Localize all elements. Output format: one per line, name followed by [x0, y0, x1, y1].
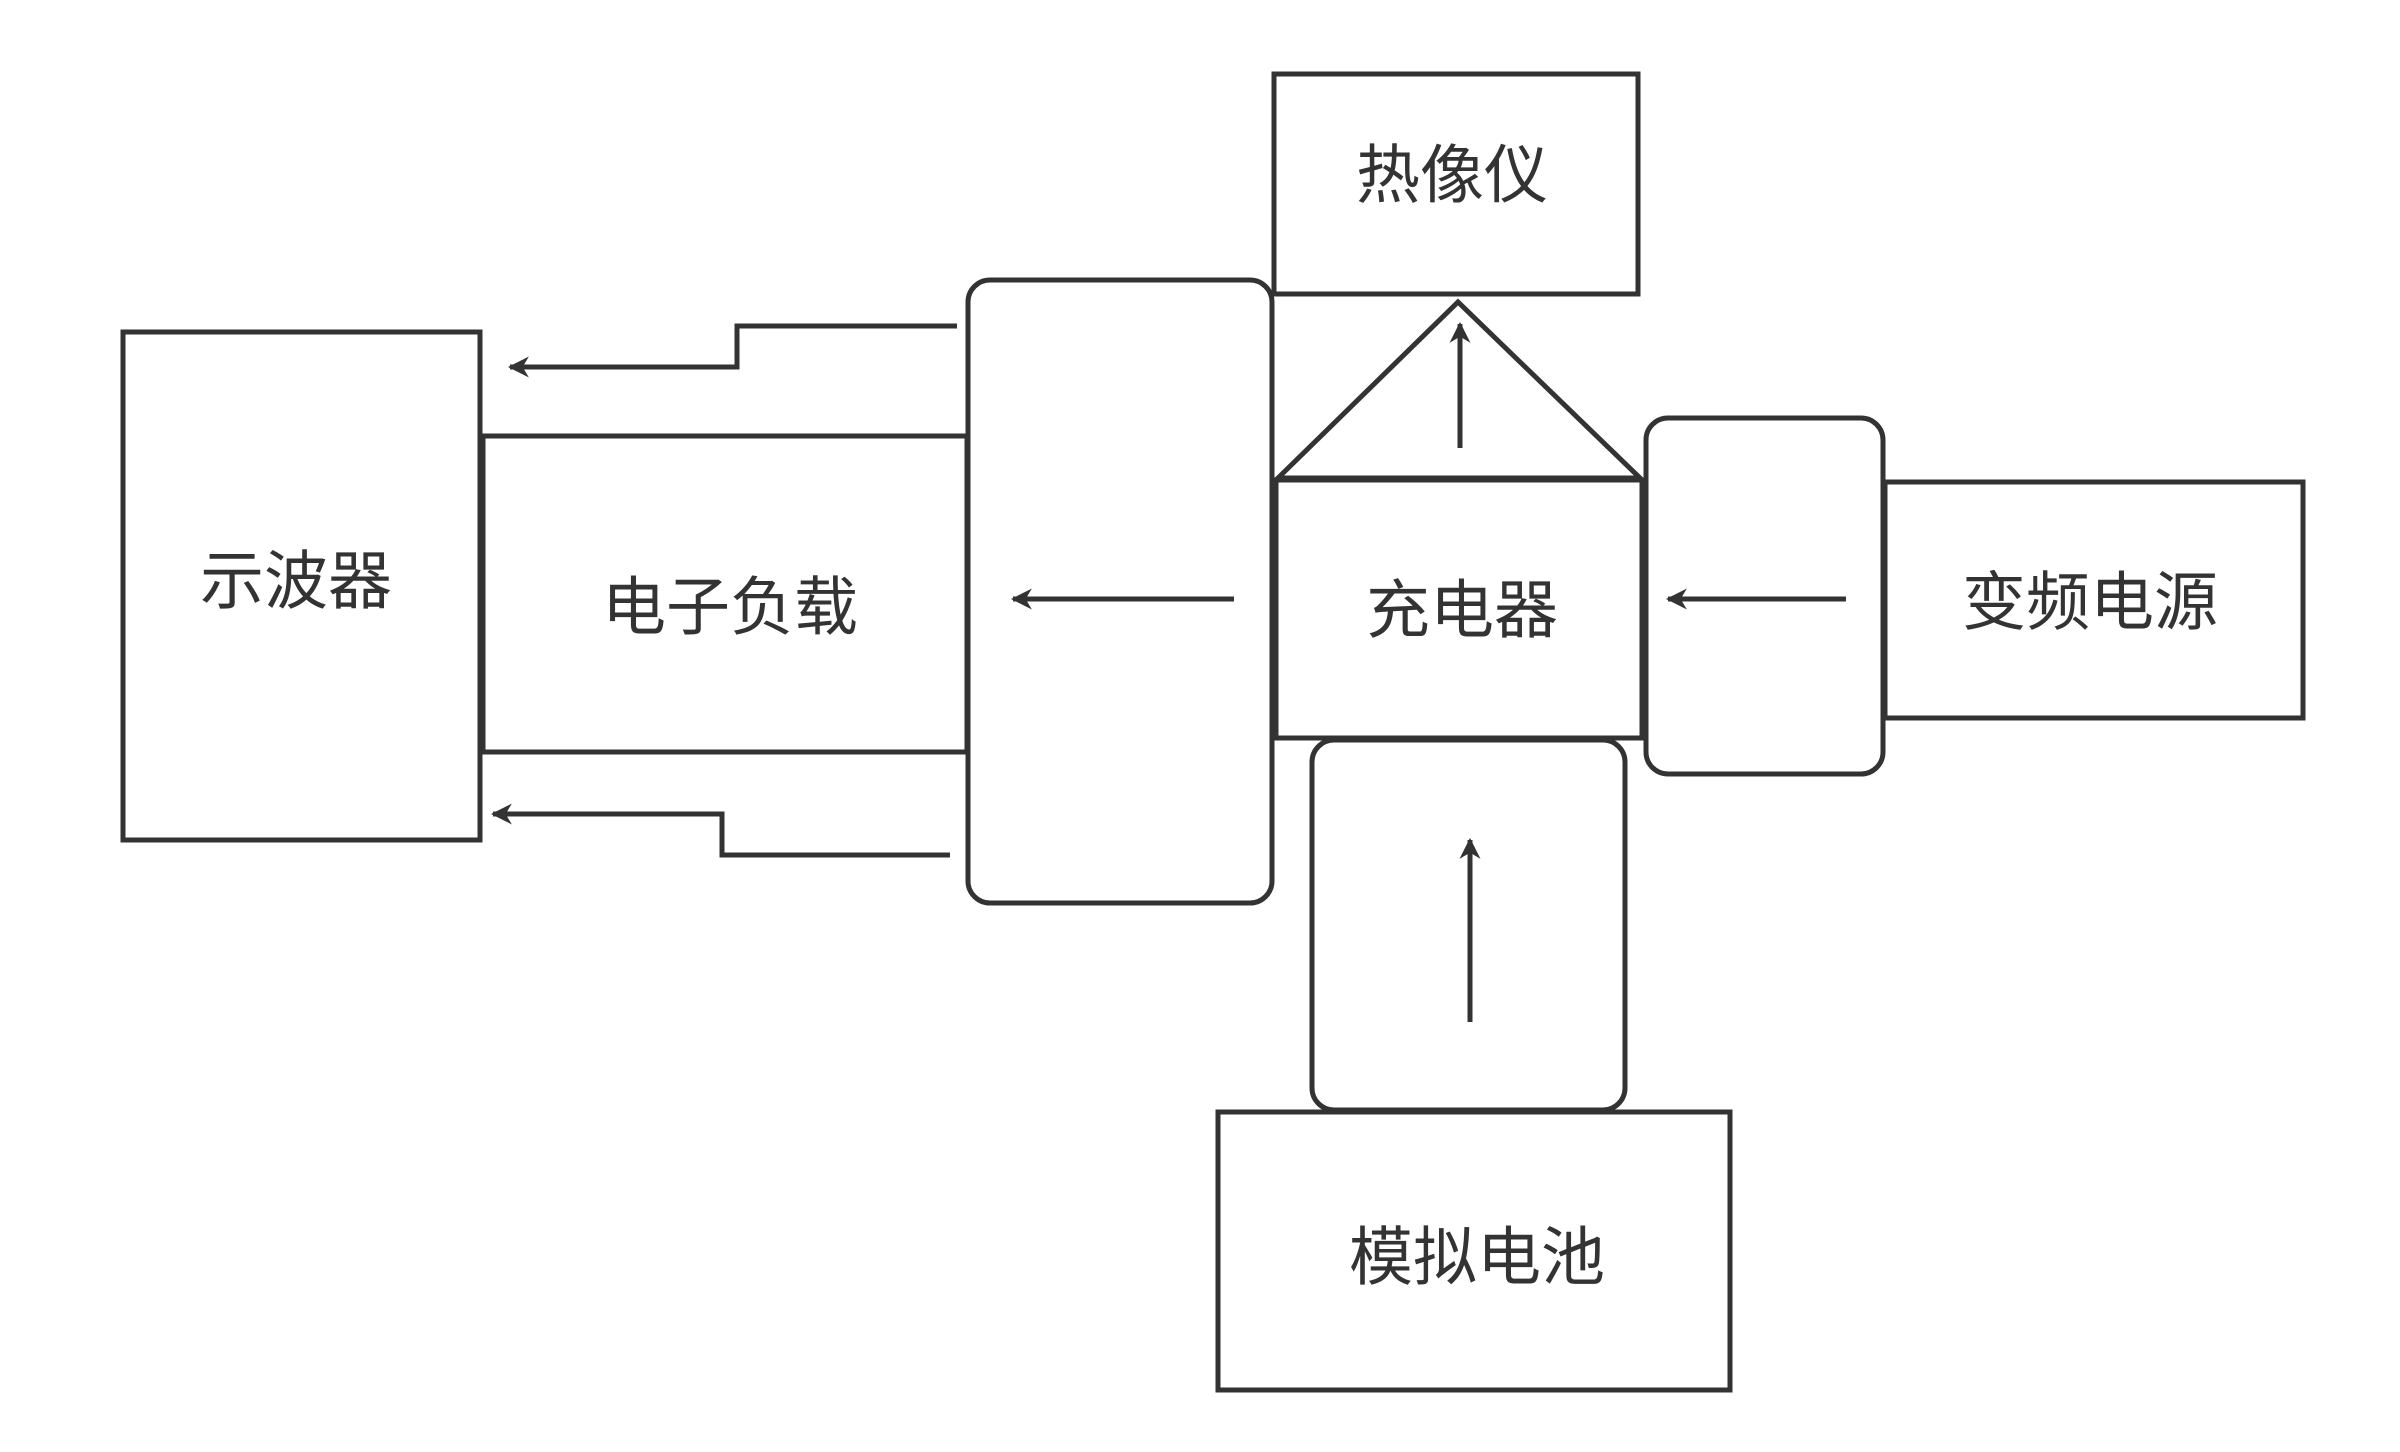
node-oscilloscope-label: 示波器: [200, 546, 392, 620]
node-thermal-imager[interactable]: 热像仪: [1271, 71, 1641, 297]
arrow-upper-to-oscilloscope: [507, 323, 957, 378]
node-vf-power-supply-label: 变频电源: [1962, 567, 2218, 641]
node-electronic-load[interactable]: 电子负载: [480, 433, 970, 755]
node-simulated-battery-label: 模拟电池: [1349, 1222, 1605, 1296]
connector-charger-supply: [1643, 415, 1886, 777]
node-charger-label: 充电器: [1366, 575, 1558, 649]
node-oscilloscope[interactable]: 示波器: [120, 329, 483, 843]
node-vf-power-supply[interactable]: 变频电源: [1882, 479, 2306, 721]
node-charger[interactable]: 充电器: [1273, 477, 1645, 741]
connector-load-charger: [965, 277, 1275, 906]
node-thermal-imager-label: 热像仪: [1356, 140, 1548, 214]
arrow-lower-to-oscilloscope: [490, 803, 950, 858]
node-electronic-load-label: 电子负载: [602, 572, 858, 646]
node-simulated-battery[interactable]: 模拟电池: [1215, 1109, 1733, 1393]
